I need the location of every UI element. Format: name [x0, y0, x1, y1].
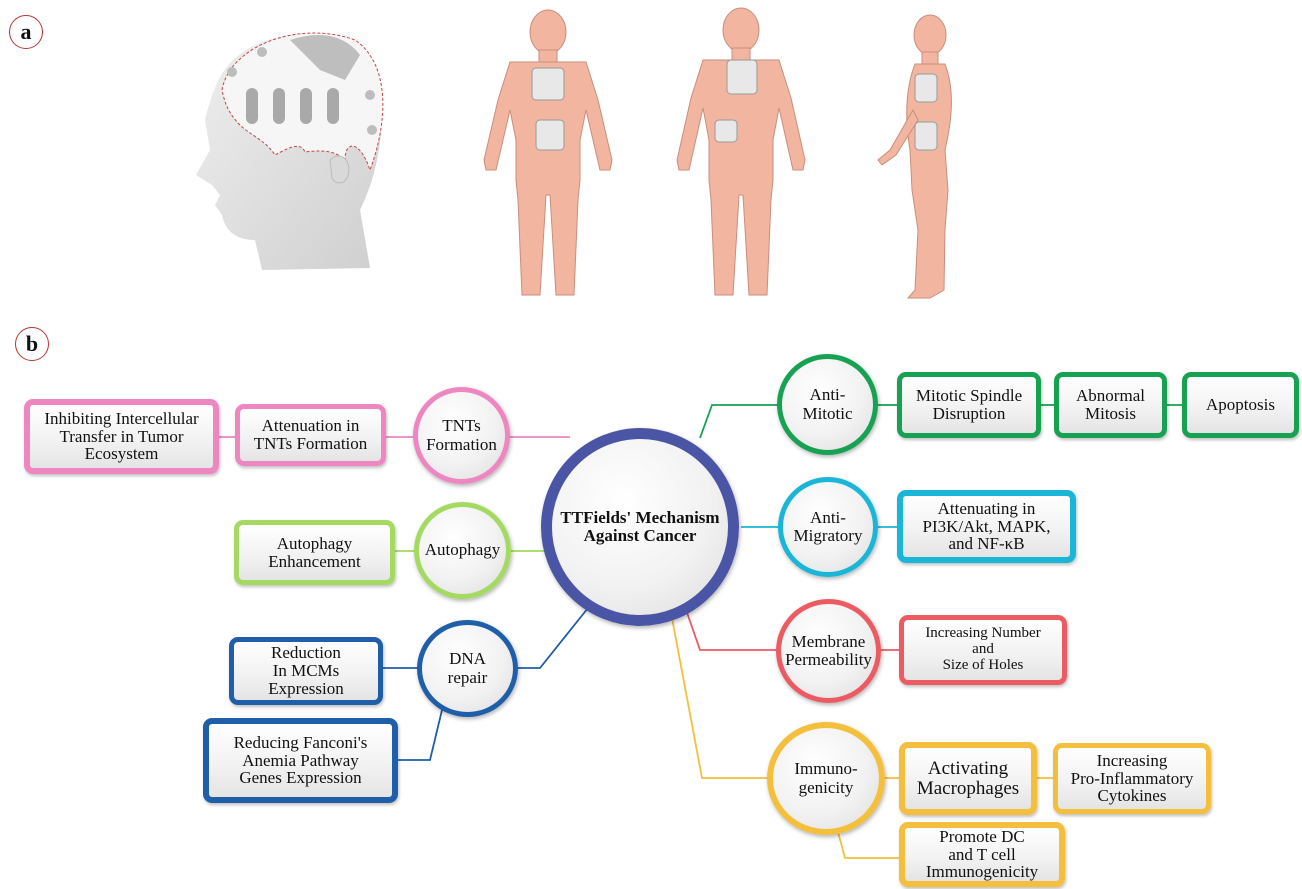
dna-repair-node: DNA repair — [417, 620, 518, 717]
panel-a-illustration — [196, 7, 952, 299]
apoptosis-box: Apoptosis — [1182, 372, 1299, 438]
head-with-cap-illustration — [196, 32, 384, 271]
membrane-permeability-node: Membrane Permeability — [776, 599, 881, 703]
activating-macrophages-box: Activating Macrophages — [899, 742, 1037, 815]
reducing-fanconi-box: Reducing Fanconi's Anemia Pathway Genes … — [203, 718, 398, 803]
attenuation-tnts-box: Attenuation in TNTs Formation — [235, 404, 386, 466]
panel-label-b: b — [15, 327, 49, 361]
anti-mitotic-node: Anti- Mitotic — [777, 354, 878, 455]
attenuating-pathways-box: Attenuating in PI3K/Akt, MAPK, and NF-κB — [897, 490, 1076, 563]
body-side-illustration — [877, 14, 952, 299]
body-front-illustration — [483, 9, 613, 296]
autophagy-node: Autophagy — [414, 502, 511, 599]
immunogenicity-node: Immuno- genicity — [767, 722, 885, 835]
tnts-formation-node: TNTs Formation — [413, 387, 510, 484]
panel-label-a: a — [9, 15, 43, 49]
mitotic-spindle-disruption-box: Mitotic Spindle Disruption — [897, 372, 1041, 438]
abnormal-mitosis-box: Abnormal Mitosis — [1054, 372, 1167, 438]
center-node: TTFields' Mechanism Against Cancer — [541, 428, 739, 626]
reduction-mcms-box: Reduction In MCMs Expression — [229, 637, 383, 705]
increasing-number-holes-box: Increasing Number and Size of Holes — [899, 615, 1067, 685]
anti-migratory-node: Anti- Migratory — [778, 477, 878, 577]
promote-dc-tcell-box: Promote DC and T cell Immunogenicity — [899, 822, 1065, 887]
inhibiting-intercellular-transfer-box: Inhibiting Intercellular Transfer in Tum… — [24, 399, 219, 474]
increasing-cytokines-box: Increasing Pro-Inflammatory Cytokines — [1053, 743, 1211, 814]
autophagy-enhancement-box: Autophagy Enhancement — [234, 520, 395, 585]
body-back-illustration — [676, 7, 806, 296]
